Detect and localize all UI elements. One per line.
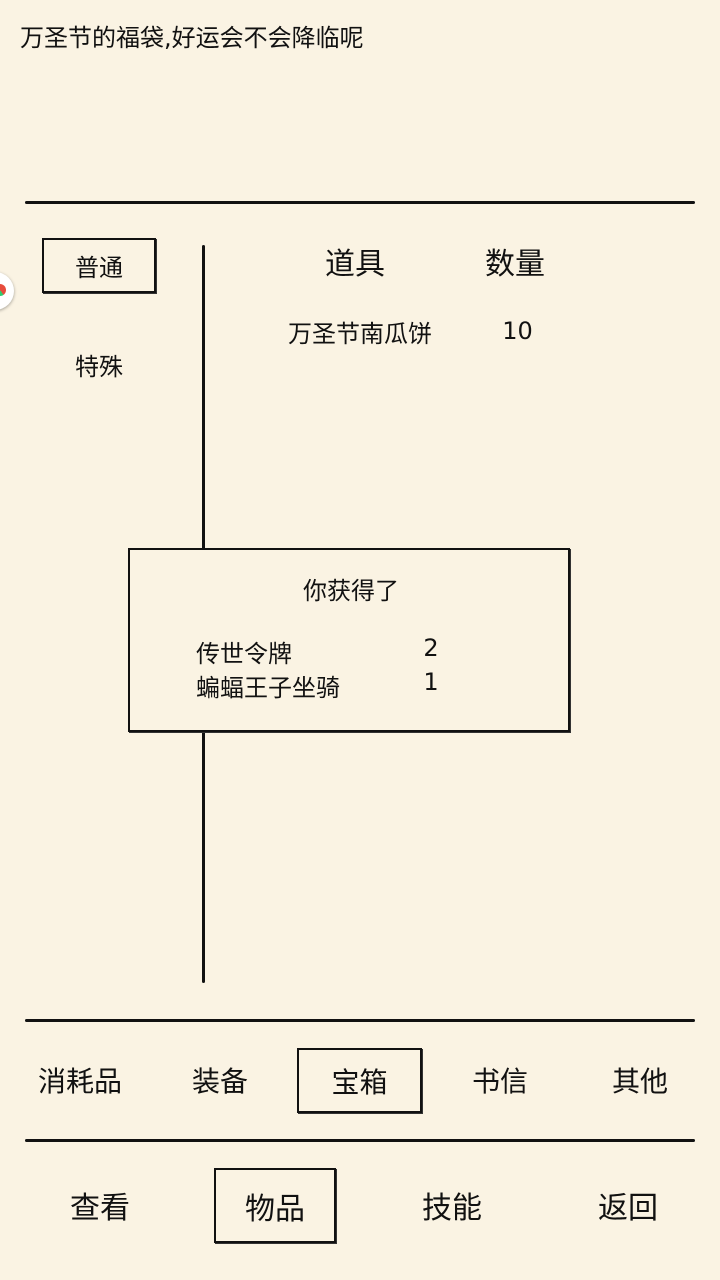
tab-chest[interactable]: 宝箱 [297,1048,422,1113]
reward-quantity: 2 [423,634,439,662]
table-row[interactable]: 万圣节南瓜饼 10 [275,312,565,350]
game-message: 万圣节的福袋,好运会不会降临呢 [20,24,364,52]
reward-quantity: 1 [423,668,439,696]
tab-chest-label: 宝箱 [331,1065,388,1099]
assistant-dot-icon [0,284,6,296]
item-quantity: 10 [502,317,533,345]
reward-name: 传世令牌 [196,640,292,668]
reward-row: 传世令牌 2 [196,634,496,668]
nav-skills[interactable]: 技能 [422,1191,482,1226]
column-header-item: 道具 [325,247,385,282]
bottom-nav-divider [25,1139,695,1142]
nav-items[interactable]: 物品 [214,1168,336,1243]
nav-view[interactable]: 查看 [70,1191,130,1226]
tab-equipment[interactable]: 装备 [191,1065,248,1098]
top-divider [25,201,695,204]
subtab-special[interactable]: 特殊 [42,338,156,390]
nav-items-label: 物品 [245,1191,305,1227]
subtab-normal-label: 普通 [75,254,123,282]
tab-consumables[interactable]: 消耗品 [37,1065,122,1098]
reward-row: 蝙蝠王子坐骑 1 [196,668,496,702]
column-header-quantity: 数量 [485,247,545,282]
category-divider-top [25,1019,695,1022]
subtab-special-label: 特殊 [75,352,123,381]
floating-assistant-icon[interactable] [0,272,14,310]
dialog-title: 你获得了 [303,576,399,605]
tab-other[interactable]: 其他 [611,1065,668,1098]
tab-letters[interactable]: 书信 [471,1065,528,1098]
subtab-normal[interactable]: 普通 [42,238,156,293]
reward-dialog[interactable]: 你获得了 传世令牌 2 蝙蝠王子坐骑 1 [128,548,570,732]
reward-name: 蝙蝠王子坐骑 [196,674,340,702]
item-name: 万圣节南瓜饼 [288,319,432,348]
nav-back[interactable]: 返回 [598,1191,658,1226]
